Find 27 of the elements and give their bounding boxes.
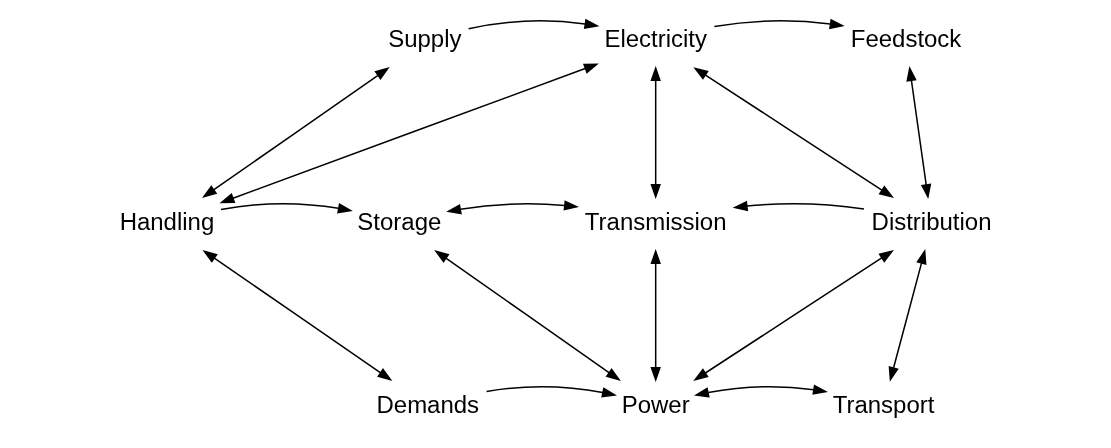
arrow (732, 200, 865, 212)
node-text: Handling (119, 207, 214, 235)
node-text: Supply (387, 24, 461, 52)
arrow (467, 18, 599, 30)
node-text: Demands (376, 390, 479, 418)
arrow (445, 200, 579, 215)
arrow (713, 18, 845, 30)
arrow (201, 249, 392, 381)
node-text: Electricity (603, 24, 707, 52)
arrow (692, 67, 894, 199)
arrow (905, 66, 931, 200)
node-text: Transport (832, 390, 934, 418)
arrow (201, 67, 390, 199)
node-text: Power (621, 390, 690, 418)
node-text: Distribution (871, 207, 991, 235)
node-text: Transmission (584, 207, 727, 235)
arrow (485, 385, 617, 398)
arrow (219, 203, 353, 214)
arrow (649, 66, 661, 200)
node-text: Feedstock (850, 24, 961, 52)
arrow (219, 63, 599, 204)
arrow (693, 384, 828, 398)
arrow (649, 249, 661, 382)
arrow (433, 249, 621, 381)
arrow (888, 249, 926, 382)
arrow (692, 250, 894, 381)
node-text: Storage (356, 207, 441, 235)
